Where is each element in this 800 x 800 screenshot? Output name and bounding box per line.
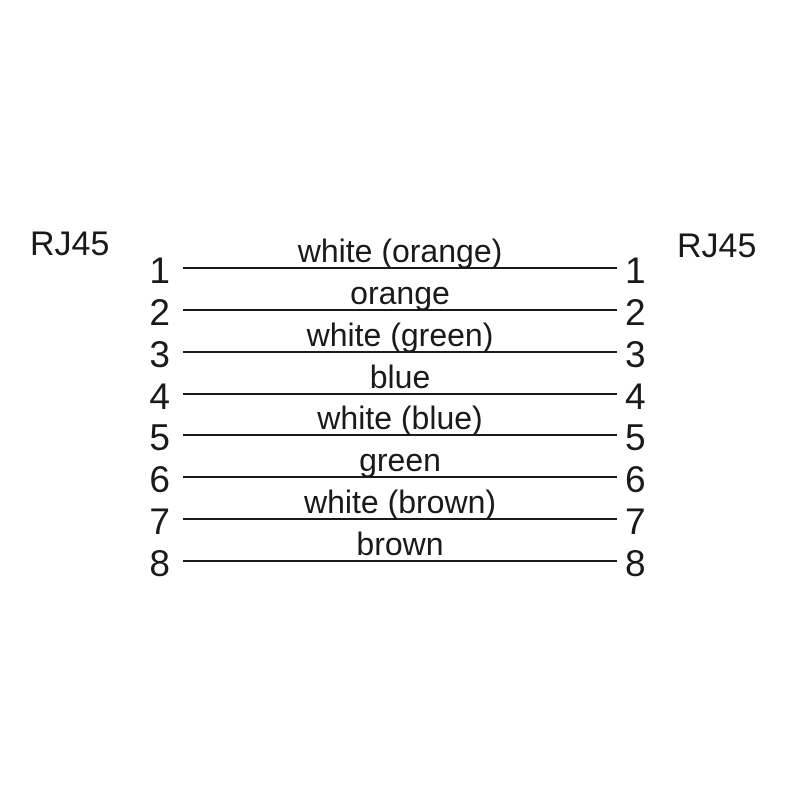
pin-number-right: 2 <box>625 291 646 333</box>
wire-color-label: white (brown) <box>303 484 497 521</box>
pin-number-right: 7 <box>625 501 646 543</box>
wire-line <box>183 350 617 353</box>
pin-number-left: 2 <box>149 291 170 333</box>
pin-number-right: 6 <box>625 459 646 501</box>
wire-line <box>183 434 617 437</box>
pin-number-left: 5 <box>149 417 170 459</box>
pin-number-left: 4 <box>149 375 170 417</box>
wire-color-label: brown <box>356 525 444 562</box>
wire-line <box>183 559 617 562</box>
pin-number-left: 6 <box>149 459 170 501</box>
pin-number-right: 3 <box>625 333 646 375</box>
wire-line <box>183 392 617 395</box>
pin-number-left: 7 <box>149 501 170 543</box>
wire-line <box>183 476 617 479</box>
pin-number-left: 8 <box>149 542 170 584</box>
wire-line <box>183 267 617 269</box>
wire-color-label: orange <box>350 274 450 311</box>
wire-color-label: green <box>359 442 441 479</box>
wire-color-label: white (blue) <box>317 400 483 437</box>
wire-line <box>183 518 617 521</box>
wire-color-label: blue <box>369 358 431 395</box>
pin-number-right: 5 <box>625 417 646 459</box>
pin-number-left: 1 <box>149 250 170 291</box>
pin-number-right: 4 <box>625 375 646 417</box>
left-connector-label: RJ45 <box>30 225 110 263</box>
wire-color-label: white (green) <box>306 316 494 353</box>
wire-line <box>183 308 617 311</box>
right-connector-label: RJ45 <box>677 227 757 265</box>
pin-number-right: 1 <box>625 250 646 291</box>
pin-number-left: 3 <box>149 333 170 375</box>
wire-color-label: white (orange) <box>297 233 503 269</box>
pin-number-right: 8 <box>625 542 646 584</box>
